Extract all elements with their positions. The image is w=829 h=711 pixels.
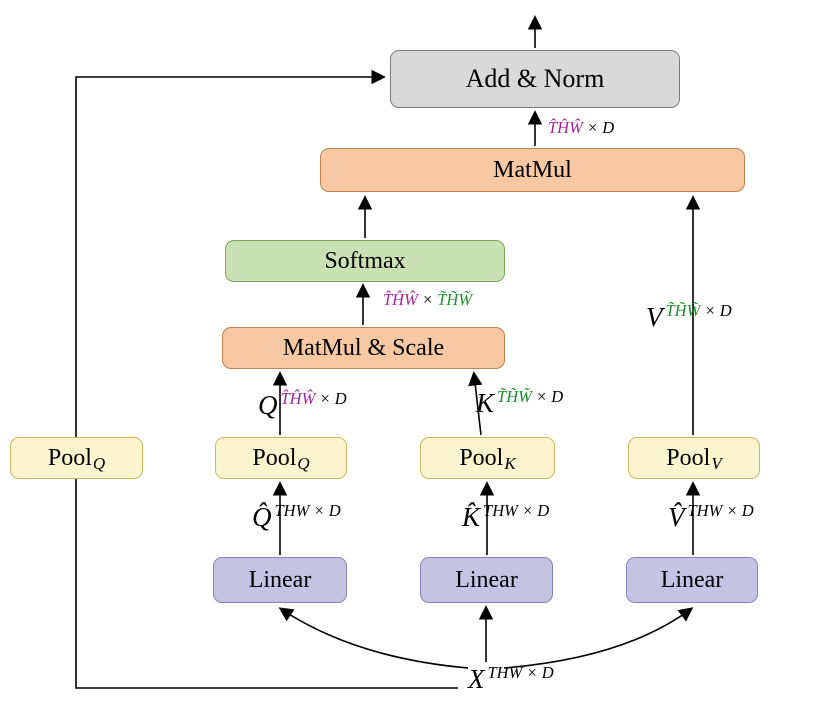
thw-dim: THW bbox=[687, 501, 723, 520]
matmul-box: MatMul bbox=[320, 148, 745, 192]
k-var: K bbox=[476, 388, 495, 418]
times-dim: × bbox=[417, 290, 438, 309]
matmul-scale-label: MatMul & Scale bbox=[282, 334, 445, 361]
matmul-scale-box: MatMul & Scale bbox=[222, 327, 505, 369]
linear-q-box: Linear bbox=[213, 557, 347, 603]
softmax-label: Softmax bbox=[324, 247, 406, 274]
thw-dim: THW bbox=[483, 501, 518, 520]
add-norm-box: Add & Norm bbox=[390, 50, 680, 108]
thw-dim: THW bbox=[274, 501, 310, 520]
hat-thw-dim: T̂ĤŴ bbox=[548, 118, 583, 137]
arrow-x-to-linearq bbox=[278, 607, 469, 669]
q-var: Q bbox=[258, 390, 278, 420]
pool-label: Pool bbox=[666, 444, 711, 471]
tilde-thw-dim: T̃H̃W̃ bbox=[437, 290, 473, 309]
linear-v-box: Linear bbox=[626, 557, 758, 603]
tilde-thw-dim: T̃H̃W̃ bbox=[665, 301, 701, 320]
x-var: X bbox=[468, 664, 485, 694]
k-hat-var: K̂ bbox=[462, 502, 481, 532]
linear-k-box: Linear bbox=[420, 557, 553, 603]
times-d-dim: × D bbox=[722, 501, 754, 520]
v-hat-var: V̂ bbox=[668, 502, 685, 532]
linear-label: Linear bbox=[660, 566, 724, 593]
attention-matrix-dim-label: T̂ĤŴ × T̃H̃W̃ bbox=[383, 290, 472, 310]
times-d-dim: × D bbox=[517, 501, 550, 520]
times-d-dim: × D bbox=[531, 387, 564, 406]
pool-label: Pool bbox=[47, 444, 92, 471]
pool-label: Pool bbox=[252, 444, 297, 471]
times-d-dim: × D bbox=[582, 118, 615, 137]
thw-dim: THW bbox=[487, 663, 523, 682]
matmul-output-dim-label: T̂ĤŴ × D bbox=[548, 118, 614, 138]
pool-subscript-k: K bbox=[504, 454, 516, 473]
add-norm-label: Add & Norm bbox=[465, 64, 605, 93]
q-hat-var: Q̂ bbox=[252, 502, 272, 532]
arrow-residual-x-to-addnorm bbox=[75, 69, 458, 689]
k-hat-variable-label: K̂THW × D bbox=[462, 501, 550, 533]
times-d-dim: × D bbox=[700, 301, 732, 320]
times-d-dim: × D bbox=[522, 663, 554, 682]
v-hat-variable-label: V̂THW × D bbox=[668, 501, 754, 533]
matmul-label: MatMul bbox=[493, 156, 572, 183]
arrow-poolk-to-matmulscale bbox=[468, 371, 483, 436]
v-var: V bbox=[646, 302, 663, 332]
pool-subscript-v: V bbox=[711, 454, 722, 473]
pool-subscript-q: Q bbox=[92, 454, 106, 473]
pool-label: Pool bbox=[459, 444, 504, 471]
arrow-x-to-linearv bbox=[503, 607, 694, 669]
hat-thw-dim: T̂ĤŴ bbox=[383, 290, 418, 309]
linear-label: Linear bbox=[248, 566, 312, 593]
softmax-box: Softmax bbox=[225, 240, 505, 282]
q-hat-variable-label: Q̂THW × D bbox=[252, 501, 341, 533]
tilde-thw-dim: T̃H̃W̃ bbox=[497, 387, 532, 406]
linear-label: Linear bbox=[455, 566, 518, 593]
times-d-dim: × D bbox=[309, 501, 341, 520]
times-d-dim: × D bbox=[315, 389, 347, 408]
hat-thw-dim: T̂ĤŴ bbox=[280, 389, 316, 408]
pool-subscript-q: Q bbox=[297, 454, 310, 473]
